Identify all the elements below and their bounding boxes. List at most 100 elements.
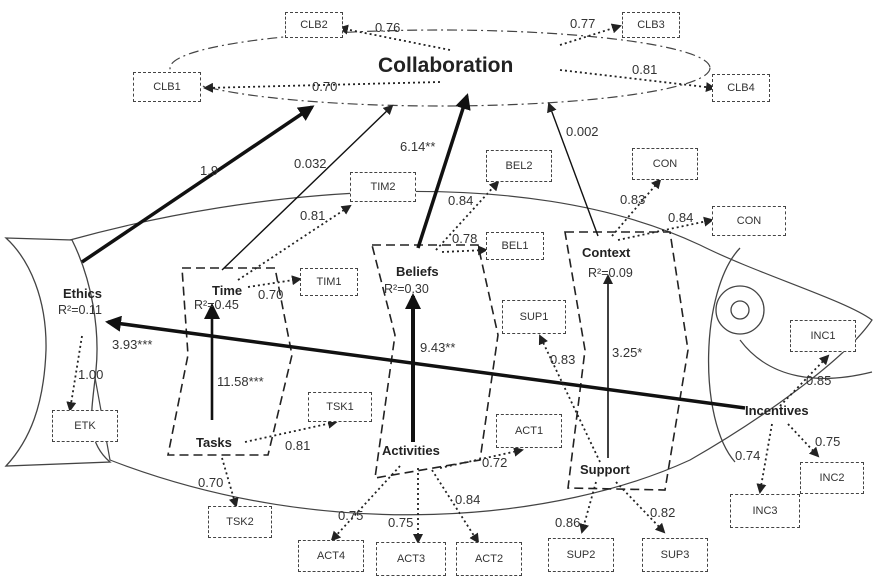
time-label: Time: [212, 283, 243, 298]
indicator-clb1: CLB1: [133, 72, 201, 102]
arrow-sup3: [615, 481, 666, 534]
path-coef-context-collaboration: 0.002: [566, 124, 599, 139]
loading-clb2: 0.76: [375, 20, 401, 35]
loading-clb1: 0.70: [312, 79, 338, 94]
fish-gill: [707, 247, 741, 463]
arrow-act4: [330, 465, 401, 542]
arrow-con2: [617, 216, 714, 241]
indicator-clb3: CLB3: [622, 12, 680, 38]
arrow-bel2: [435, 180, 500, 251]
indicator-tim1: TIM1: [300, 268, 358, 296]
loading-act1: 0.72: [482, 455, 508, 470]
support-label: Support: [580, 462, 630, 477]
loading-tsk2: 0.70: [198, 475, 224, 490]
arrow-clb4: [559, 69, 716, 93]
loading-tsk1: 0.81: [285, 438, 311, 453]
indicator-act2: ACT2: [456, 542, 522, 576]
indicator-con1: CON: [632, 148, 698, 180]
arrow-inc3: [756, 423, 773, 494]
structural-paths: [81, 93, 746, 458]
indicator-bel1: BEL1: [486, 232, 544, 260]
beliefs-r2: R²=0.30: [384, 282, 429, 296]
activities-label: Activities: [382, 443, 440, 458]
path-coef-beliefs-collaboration: 6.14**: [400, 139, 436, 154]
arrow-tsk2: [221, 457, 239, 508]
loading-clb3: 0.77: [570, 16, 596, 31]
path-coef-ethics-collaboration: 1.9: [200, 163, 219, 178]
loading-con1: 0.83: [620, 192, 646, 207]
indicator-inc3: INC3: [730, 494, 800, 528]
arrow-clb1: [203, 81, 441, 93]
arrow-act2: [431, 469, 480, 544]
indicator-clb2: CLB2: [285, 12, 343, 38]
ethics-r2: R²=0.11: [58, 303, 102, 317]
arrow-clb2: [338, 24, 451, 51]
path-coef-activities-beliefs: 9.43**: [420, 340, 456, 355]
indicator-clb4: CLB4: [712, 74, 770, 102]
arrow-sup2: [579, 481, 597, 534]
path-context-collaboration: [547, 102, 599, 237]
path-time-collaboration: [221, 104, 394, 271]
arrow-tim1: [247, 275, 302, 288]
indicator-tim2: TIM2: [350, 172, 416, 202]
indicator-con2: CON: [712, 206, 786, 236]
context-label: Context: [582, 245, 631, 260]
path-coef-time-collaboration: 0.032: [294, 156, 327, 171]
loading-act4: 0.75: [338, 508, 364, 523]
loading-act3: 0.75: [388, 515, 414, 530]
indicator-inc2: INC2: [800, 462, 864, 494]
context-r2: R²=0.09: [588, 266, 633, 280]
loading-act2: 0.84: [455, 492, 481, 507]
path-ethics-collaboration: [81, 105, 315, 264]
indicator-act4: ACT4: [298, 540, 364, 572]
arrow-tsk1: [244, 418, 338, 443]
indicator-bel2: BEL2: [486, 150, 552, 182]
indicator-etk: ETK: [52, 410, 118, 442]
loading-sup3: 0.82: [650, 505, 676, 520]
collaboration-label: Collaboration: [378, 54, 514, 77]
loading-inc1: 0.85: [806, 373, 832, 388]
collaboration-ellipse: [169, 29, 711, 107]
fish-eye: [715, 285, 765, 335]
loading-clb4: 0.81: [632, 62, 658, 77]
indicator-act1: ACT1: [496, 414, 562, 448]
loading-sup1: 0.83: [550, 352, 576, 367]
loading-bel2: 0.84: [448, 193, 474, 208]
arrow-bel1: [441, 245, 488, 256]
arrow-tim2: [237, 204, 352, 281]
tasks-label: Tasks: [196, 435, 232, 450]
arrow-inc1: [779, 354, 830, 407]
loading-etk: 1.00: [78, 367, 104, 382]
loading-inc2: 0.75: [815, 434, 841, 449]
fish-mouth: [739, 339, 873, 379]
path-incentives-ethics: [105, 315, 746, 410]
indicator-inc1: INC1: [790, 320, 856, 352]
context-support-border: [564, 231, 689, 491]
arrow-sup1: [538, 334, 601, 463]
path-coef-support-context: 3.25*: [612, 345, 643, 360]
beliefs-label: Beliefs: [396, 264, 439, 279]
loading-tim1: 0.70: [258, 287, 284, 302]
arrow-con1: [611, 178, 662, 237]
arrow-act1: [439, 446, 524, 469]
measurement-arrows: [66, 23, 830, 544]
loading-inc3: 0.74: [735, 448, 761, 463]
ethics-label: Ethics: [63, 286, 103, 301]
path-coef-incentives-ethics: 3.93***: [112, 337, 153, 352]
time-r2: R²=0.45: [194, 298, 239, 312]
arrow-clb3: [559, 23, 622, 46]
indicator-tsk1: TSK1: [308, 392, 372, 422]
loading-bel1: 0.78: [452, 231, 478, 246]
incentives-label: Incentives: [745, 403, 809, 418]
indicator-sup2: SUP2: [548, 538, 614, 572]
fish-tail: [4, 237, 112, 467]
time-tasks-border: [167, 267, 293, 456]
loading-tim2: 0.81: [300, 208, 326, 223]
indicator-tsk2: TSK2: [208, 506, 272, 538]
path-coef-tasks-time: 11.58***: [217, 374, 264, 389]
loading-sup2: 0.86: [555, 515, 581, 530]
indicator-sup3: SUP3: [642, 538, 708, 572]
indicator-act3: ACT3: [376, 542, 446, 576]
indicator-sup1: SUP1: [502, 300, 566, 334]
